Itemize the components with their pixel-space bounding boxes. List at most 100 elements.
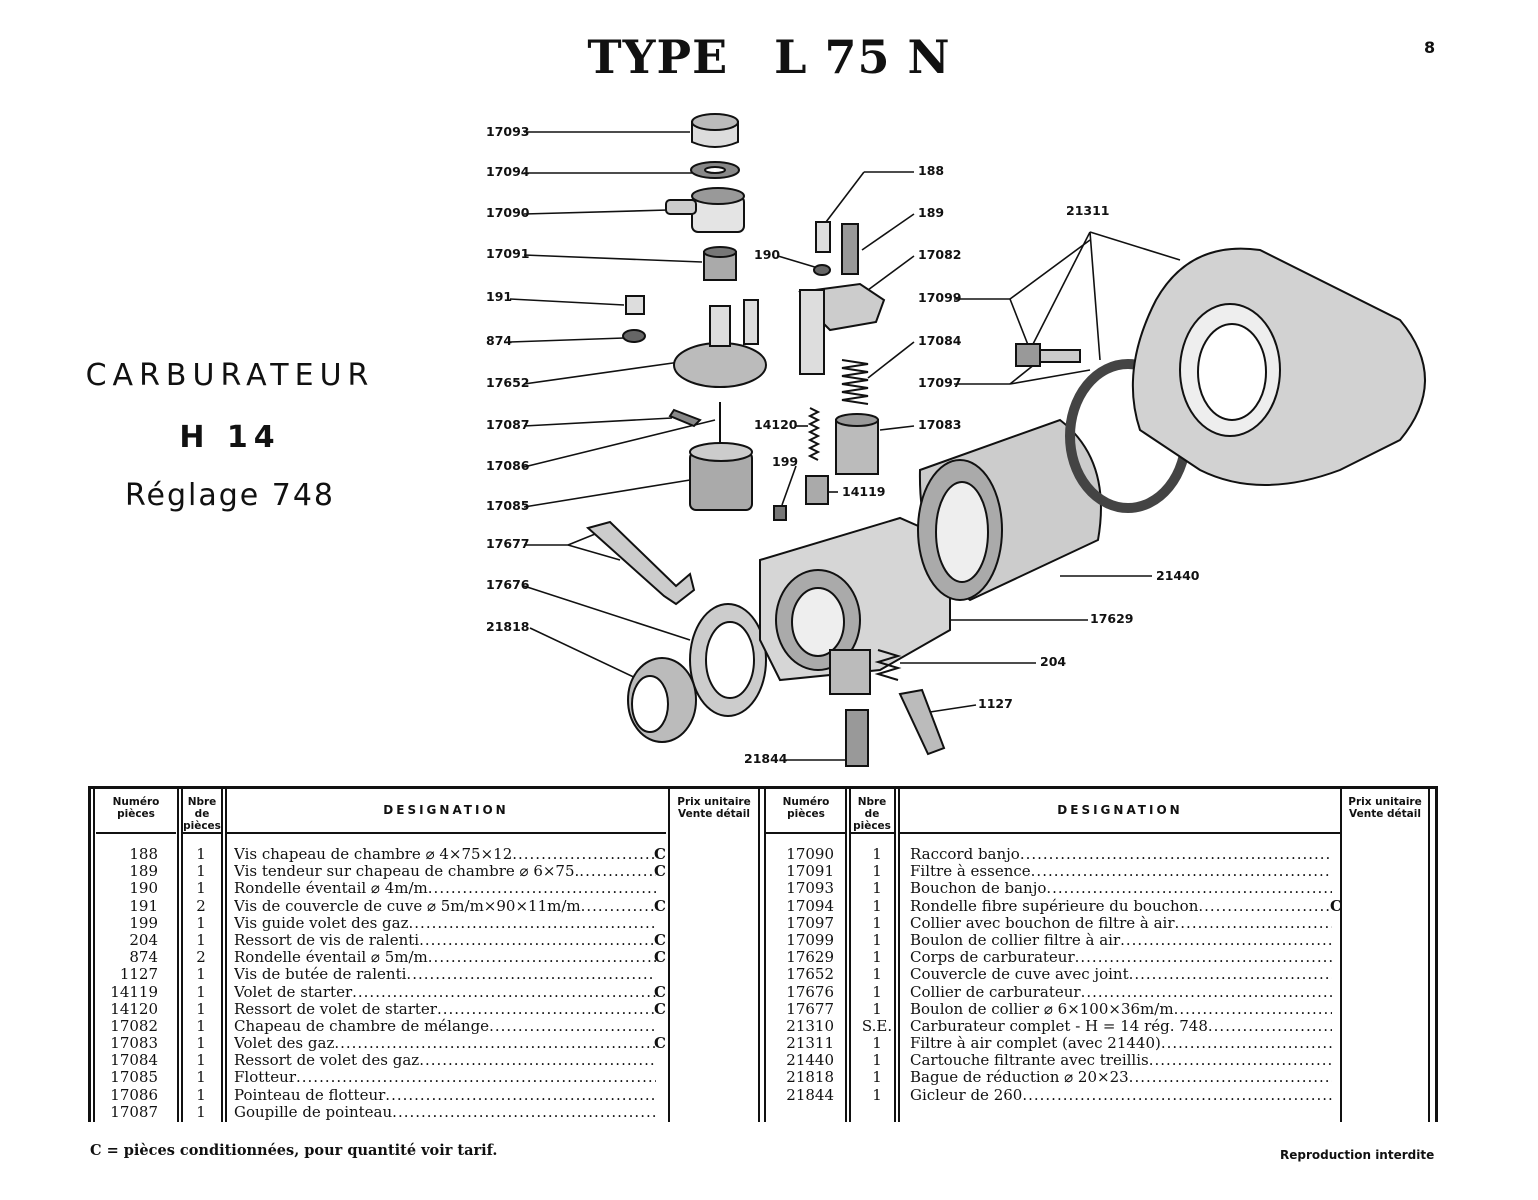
part-designation: Rondelle fibre supérieure du bouchon....… bbox=[910, 897, 1332, 915]
part-qty: 1 bbox=[196, 965, 206, 984]
part-qty: 1 bbox=[872, 879, 882, 898]
parts-drawings bbox=[585, 113, 1426, 767]
part-number: 21844 bbox=[786, 1085, 834, 1104]
conditioned-flag: C bbox=[654, 982, 666, 1001]
part-qty: 1 bbox=[196, 1068, 206, 1087]
designation-text: Volet de starter bbox=[234, 983, 353, 1001]
designation-text: Filtre à essence bbox=[910, 863, 1031, 881]
designation-text: Rondelle fibre supérieure du bouchon bbox=[910, 897, 1199, 915]
header-number: Numéro pièces bbox=[112, 796, 160, 820]
part-designation: Filtre à essence........................… bbox=[910, 863, 1332, 881]
part-designation: Pointeau de flotteur....................… bbox=[234, 1086, 656, 1104]
footer-rights: Reproduction interdite bbox=[1280, 1148, 1435, 1162]
part-number: 17086 bbox=[110, 1085, 158, 1104]
part-label: 874 bbox=[486, 333, 512, 348]
conditioned-flag: C bbox=[654, 845, 666, 863]
part-number: 17097 bbox=[786, 913, 834, 932]
part-number: 189 bbox=[129, 862, 158, 881]
header-rule bbox=[850, 832, 894, 834]
designation-text: Collier avec bouchon de filtre à air bbox=[910, 914, 1175, 932]
part-designation: Ressort de vis de ralenti...............… bbox=[234, 931, 656, 949]
part-number: 17090 bbox=[786, 845, 834, 863]
designation-text: Rondelle éventail ⌀ 4m/m bbox=[234, 880, 428, 898]
part-qty: 1 bbox=[872, 1051, 882, 1070]
part-number: 188 bbox=[129, 845, 158, 863]
designation-text: Couvercle de cuve avec joint bbox=[910, 966, 1129, 984]
part-label: 17099 bbox=[918, 290, 962, 305]
part-qty: 2 bbox=[196, 896, 206, 915]
part-qty: 1 bbox=[872, 982, 882, 1001]
designation-text: Cartouche filtrante avec treillis bbox=[910, 1052, 1149, 1070]
part-designation: Cartouche filtrante avec treillis.......… bbox=[910, 1052, 1332, 1070]
designation-text: Pointeau de flotteur bbox=[234, 1086, 386, 1104]
part-number: 17083 bbox=[110, 1034, 158, 1053]
part-label: 17085 bbox=[486, 498, 530, 513]
header-qty: Nbre de pièces bbox=[853, 796, 891, 832]
part-label: 17097 bbox=[918, 375, 962, 390]
designation-text: Carburateur complet - H = 14 rég. 748 bbox=[910, 1017, 1208, 1035]
part-label: 14119 bbox=[842, 484, 886, 499]
part-number: 17093 bbox=[786, 879, 834, 898]
designation-text: Gicleur de 260 bbox=[910, 1086, 1023, 1104]
part-designation: Vis guide volet des gaz.................… bbox=[234, 914, 656, 932]
table-divider bbox=[93, 786, 95, 1122]
part-number: 17087 bbox=[110, 1102, 158, 1121]
part-designation: Collier avec bouchon de filtre à air....… bbox=[910, 914, 1332, 932]
table-divider bbox=[758, 786, 760, 1122]
part-qty: 1 bbox=[196, 879, 206, 898]
part-designation: Boulon de collier filtre à air..........… bbox=[910, 931, 1332, 949]
part-qty: 1 bbox=[196, 1034, 206, 1053]
part-designation: Vis chapeau de chambre ⌀ 4×75×12........… bbox=[234, 846, 656, 863]
page-number: 8 bbox=[1424, 38, 1436, 57]
carburetor-setting: Réglage 748 bbox=[124, 478, 335, 513]
header-designation: DESIGNATION bbox=[383, 803, 509, 817]
part-designation: Vis de couvercle de cuve ⌀ 5m/m×90×11m/m… bbox=[234, 897, 656, 915]
header-number: Numéro pièces bbox=[782, 796, 830, 820]
part-qty: 1 bbox=[872, 930, 882, 949]
part-number: 17094 bbox=[786, 896, 834, 915]
table-divider bbox=[1340, 786, 1342, 1122]
part-designation: Volet de starter........................… bbox=[234, 983, 656, 1001]
table-divider bbox=[849, 786, 851, 1122]
designation-text: Collier de carburateur bbox=[910, 983, 1081, 1001]
part-label: 21818 bbox=[486, 619, 530, 634]
conditioned-flag: C bbox=[1330, 896, 1342, 915]
part-label: 17629 bbox=[1090, 611, 1134, 626]
designation-text: Vis de couvercle de cuve ⌀ 5m/m×90×11m/m bbox=[234, 897, 581, 915]
designation-text: Volet des gaz bbox=[234, 1035, 335, 1053]
designation-text: Ressort de volet de starter bbox=[234, 1000, 437, 1018]
part-designation: Couvercle de cuve avec joint............… bbox=[910, 966, 1332, 984]
part-designation: Bague de réduction ⌀ 20×23..............… bbox=[910, 1069, 1332, 1087]
part-label: 188 bbox=[918, 163, 944, 178]
part-number: 199 bbox=[129, 913, 158, 932]
part-number: 17677 bbox=[786, 999, 834, 1018]
header-price: Prix unitaire Vente détail bbox=[1348, 796, 1422, 820]
part-number: 21310 bbox=[786, 1016, 834, 1035]
carburetor-model: H 14 bbox=[179, 420, 281, 455]
part-designation: Corps de carburateur....................… bbox=[910, 949, 1332, 967]
part-label: 21844 bbox=[744, 751, 788, 766]
part-qty: 1 bbox=[196, 845, 206, 863]
model-label: L 75 N bbox=[774, 30, 951, 84]
designation-text: Boulon de collier ⌀ 6×100×36m/m bbox=[910, 1000, 1174, 1018]
part-number: 17084 bbox=[110, 1051, 158, 1070]
designation-text: Filtre à air complet (avec 21440) bbox=[910, 1035, 1161, 1053]
part-designation: Collier de carburateur..................… bbox=[910, 983, 1332, 1001]
table-divider bbox=[225, 786, 227, 1122]
part-number: 17652 bbox=[786, 965, 834, 984]
part-label: 17091 bbox=[486, 246, 530, 261]
part-qty: 1 bbox=[196, 862, 206, 881]
part-qty: 1 bbox=[196, 1102, 206, 1121]
part-number: 204 bbox=[129, 930, 158, 949]
